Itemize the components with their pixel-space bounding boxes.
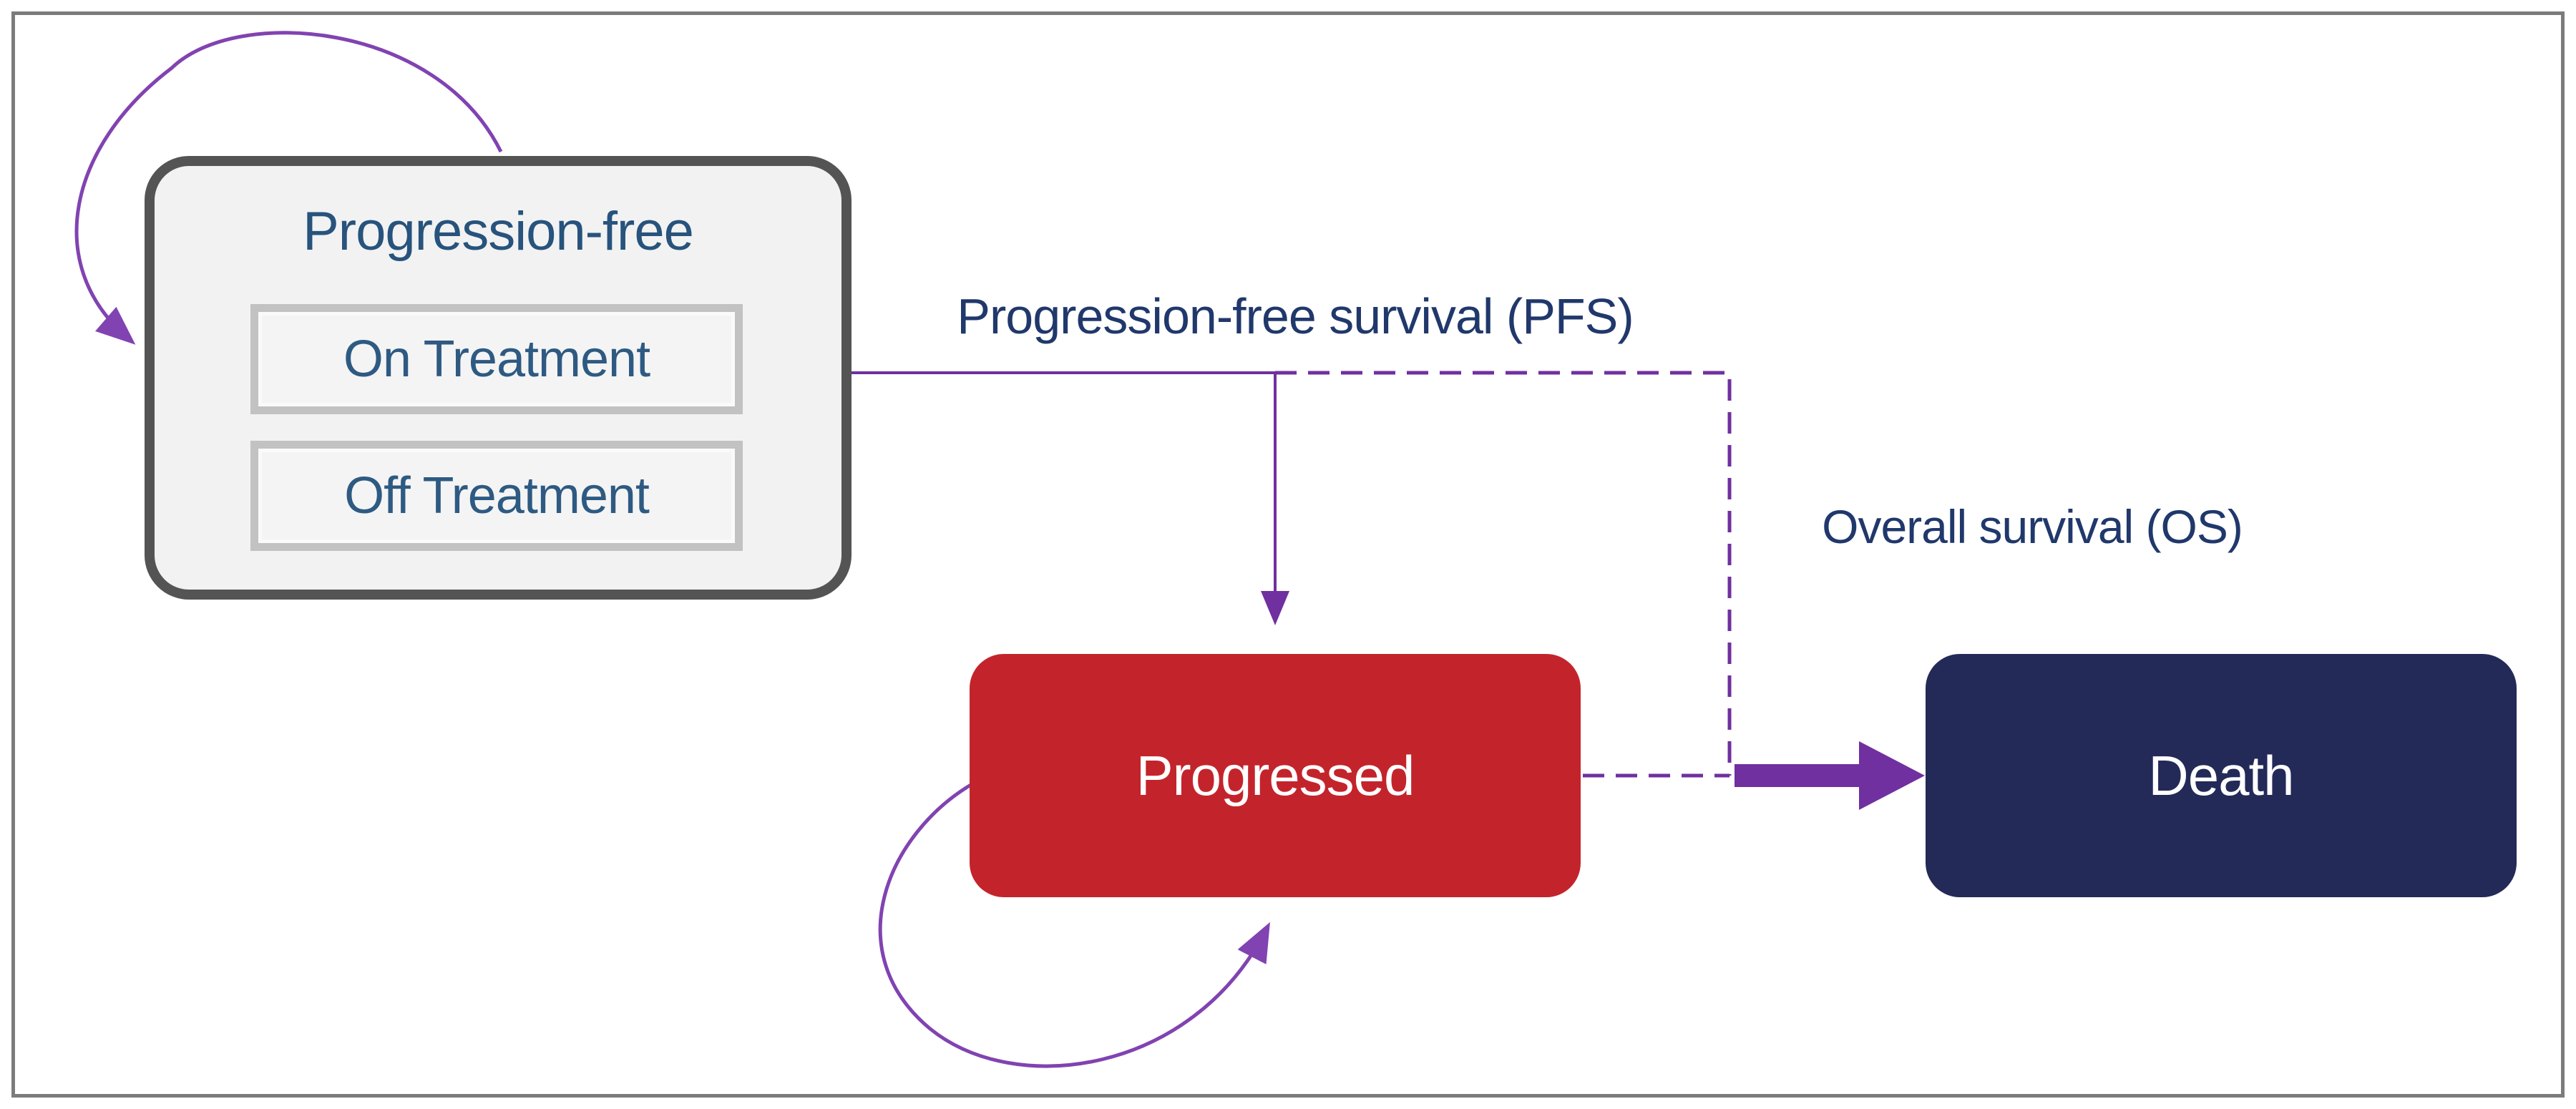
substate-off-treatment: Off Treatment <box>250 441 743 551</box>
substate-on-treatment-label: On Treatment <box>343 331 650 388</box>
substate-on-treatment: On Treatment <box>250 304 743 414</box>
os-dashed-elbow <box>1275 371 1732 776</box>
state-death-label: Death <box>2148 743 2294 807</box>
pfs-edge-label: Progression-free survival (PFS) <box>957 288 1634 344</box>
progression-free-self-loop-arrow <box>74 31 503 345</box>
os-edge-label: Overall survival (OS) <box>1822 500 2243 553</box>
state-progressed: Progressed <box>970 654 1581 897</box>
state-progressed-label: Progressed <box>1136 743 1415 807</box>
death-arrow-head <box>1859 741 1925 810</box>
diagram-outer-frame <box>11 11 2565 1098</box>
state-progression-free: Progression-free On Treatment Off Treatm… <box>145 156 852 600</box>
substate-off-treatment-label: Off Treatment <box>344 467 650 524</box>
state-progression-free-label: Progression-free <box>303 201 694 262</box>
pfs-transition-arrow <box>849 371 1289 625</box>
progressed-self-loop-arrow <box>878 781 1270 1068</box>
state-death: Death <box>1926 654 2517 897</box>
